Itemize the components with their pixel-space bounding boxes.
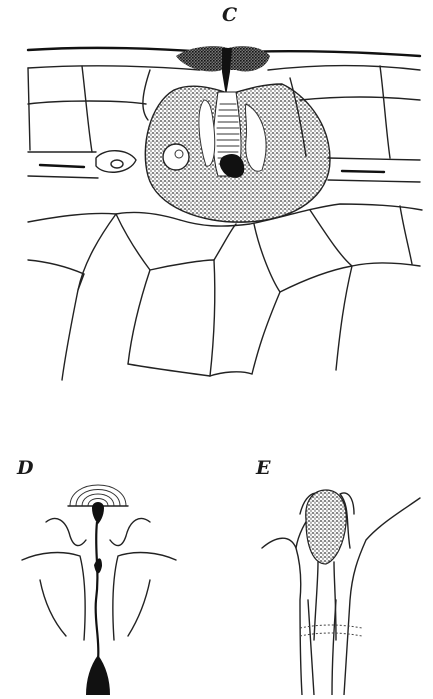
d-canal-base	[86, 655, 110, 695]
e-stalk-left	[314, 562, 318, 640]
panel-c-drawing	[28, 46, 422, 380]
panel-label-e: E	[256, 459, 270, 478]
pore-opening	[222, 48, 232, 96]
e-band-lower	[300, 633, 362, 636]
right-vessel-lower	[328, 180, 420, 182]
d-right-lip	[110, 518, 150, 545]
e-right-wall	[344, 498, 420, 695]
left-guard-pore	[111, 160, 123, 168]
left-vessel-core	[40, 165, 84, 167]
d-canal	[96, 522, 99, 660]
panel-e-drawing	[262, 490, 420, 695]
e-stipple-head	[306, 490, 347, 564]
e-left-wall	[262, 538, 302, 695]
panel-d-drawing	[22, 485, 176, 695]
panel-label-d: D	[17, 459, 33, 478]
d-left-lip	[46, 518, 86, 545]
nucleolus-left	[175, 150, 183, 158]
parenchyma-cells	[28, 204, 422, 380]
e-left-inner	[308, 600, 314, 695]
d-canal-node	[94, 558, 102, 573]
panel-label-c: C	[222, 6, 237, 25]
left-vessel-lower	[28, 176, 98, 178]
right-vessel-core	[342, 171, 384, 172]
d-canal-head	[92, 502, 104, 524]
right-vessel-upper	[328, 158, 420, 160]
